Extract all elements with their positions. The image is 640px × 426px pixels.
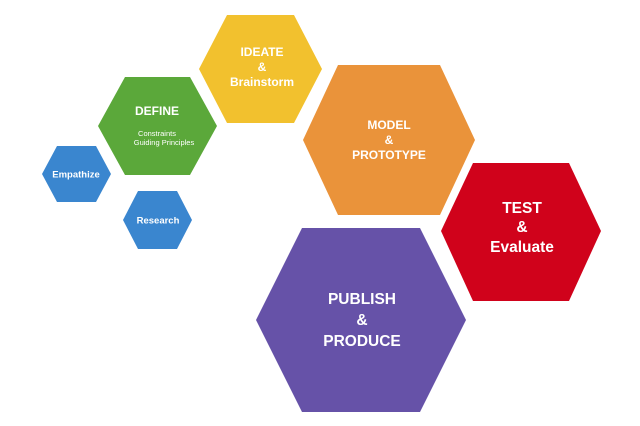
empathize-shape: [42, 146, 111, 202]
test-line-2: &: [516, 219, 527, 236]
define-title: DEFINE: [135, 104, 179, 118]
define-shape: [98, 77, 217, 175]
model-hexagon: MODEL & PROTOTYPE: [303, 65, 475, 215]
test-line-3: Evaluate: [490, 239, 554, 256]
test-hexagon: TEST & Evaluate: [441, 163, 601, 301]
ideate-line-1: IDEATE: [240, 45, 283, 59]
ideate-line-2: &: [258, 60, 267, 74]
define-hexagon: DEFINE Constraints Guiding Principles: [98, 77, 217, 175]
research-label: Research: [137, 216, 180, 227]
publish-hexagon: PUBLISH & PRODUCE: [256, 228, 466, 412]
ideate-shape: [199, 15, 322, 123]
empathize-hexagon: Empathize: [42, 146, 111, 202]
publish-shape: [256, 228, 466, 412]
model-line-3: PROTOTYPE: [352, 148, 426, 162]
test-line-1: TEST: [502, 200, 542, 217]
ideate-hexagon: IDEATE & Brainstorm: [199, 15, 322, 123]
publish-line-1: PUBLISH: [328, 291, 396, 308]
define-subline-1: Constraints: [138, 129, 176, 138]
ideate-line-3: Brainstorm: [230, 75, 294, 89]
publish-line-2: &: [356, 312, 367, 329]
define-subline-2: Guiding Principles: [134, 138, 195, 147]
model-shape: [303, 65, 475, 215]
research-hexagon: Research: [123, 191, 192, 249]
test-shape: [441, 163, 601, 301]
research-shape: [123, 191, 192, 249]
empathize-label: Empathize: [52, 170, 100, 181]
publish-line-3: PRODUCE: [323, 333, 401, 350]
model-line-1: MODEL: [367, 118, 410, 132]
model-line-2: &: [385, 133, 394, 147]
